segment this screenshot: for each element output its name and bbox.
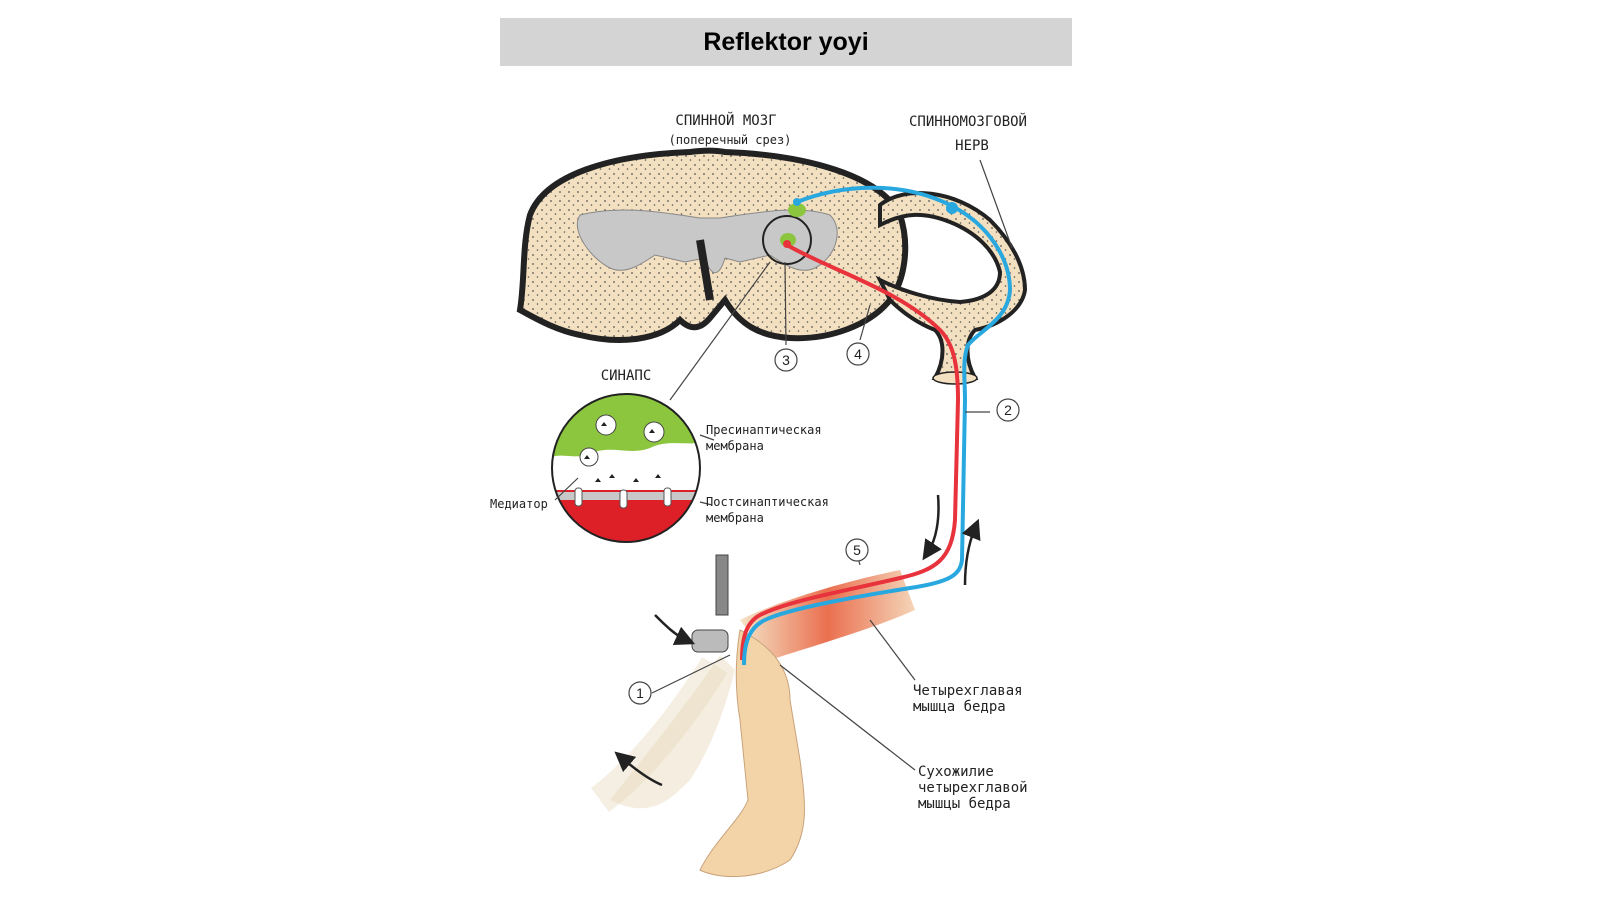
title-bar: Reflektor yoyi xyxy=(500,18,1072,66)
label-presynaptic-2: мембрана xyxy=(706,439,764,453)
leader-lines xyxy=(554,159,1013,771)
number-markers: 1 2 3 4 5 xyxy=(628,342,1020,705)
label-spinal-cord: СПИННОЙ МОЗГ xyxy=(675,111,776,129)
text-labels: СПИННОЙ МОЗГ (поперечный срез) СПИННОМОЗ… xyxy=(490,111,1028,812)
label-postsynaptic-2: мембрана xyxy=(706,511,764,525)
label-spinal-nerve-2: НЕРВ xyxy=(955,138,989,154)
label-tendon-2: четырехглавой xyxy=(918,780,1028,796)
svg-text:4: 4 xyxy=(854,346,862,362)
label-synapse: СИНАПС xyxy=(601,368,652,384)
page-title: Reflektor yoyi xyxy=(703,27,869,56)
marker-5: 5 xyxy=(845,538,869,562)
svg-text:3: 3 xyxy=(782,352,790,368)
svg-text:5: 5 xyxy=(853,542,861,558)
label-postsynaptic-1: Постсинаптическая xyxy=(706,495,829,509)
svg-text:2: 2 xyxy=(1004,402,1012,418)
nerve-paths xyxy=(740,185,1013,666)
spinal-cord-section xyxy=(516,147,909,343)
label-spinal-nerve-1: СПИННОМОЗГОВОЙ xyxy=(909,112,1027,130)
label-mediator: Медиатор xyxy=(490,497,548,511)
synapse-detail xyxy=(551,393,701,543)
label-quadriceps-2: мышца бедра xyxy=(913,699,1006,715)
leg xyxy=(590,554,915,878)
label-tendon-1: Сухожилие xyxy=(918,764,994,780)
marker-3: 3 xyxy=(774,348,798,372)
svg-text:1: 1 xyxy=(636,685,644,701)
marker-4: 4 xyxy=(846,342,870,366)
label-tendon-3: мышцы бедра xyxy=(918,796,1011,812)
marker-1: 1 xyxy=(628,681,652,705)
motion-arrows xyxy=(614,494,981,787)
marker-2: 2 xyxy=(996,398,1020,422)
label-quadriceps-1: Четырехглавая xyxy=(913,683,1023,699)
motor-path xyxy=(740,243,961,661)
label-presynaptic-1: Пресинаптическая xyxy=(706,423,822,437)
label-spinal-cord-sub: (поперечный срез) xyxy=(669,133,792,147)
